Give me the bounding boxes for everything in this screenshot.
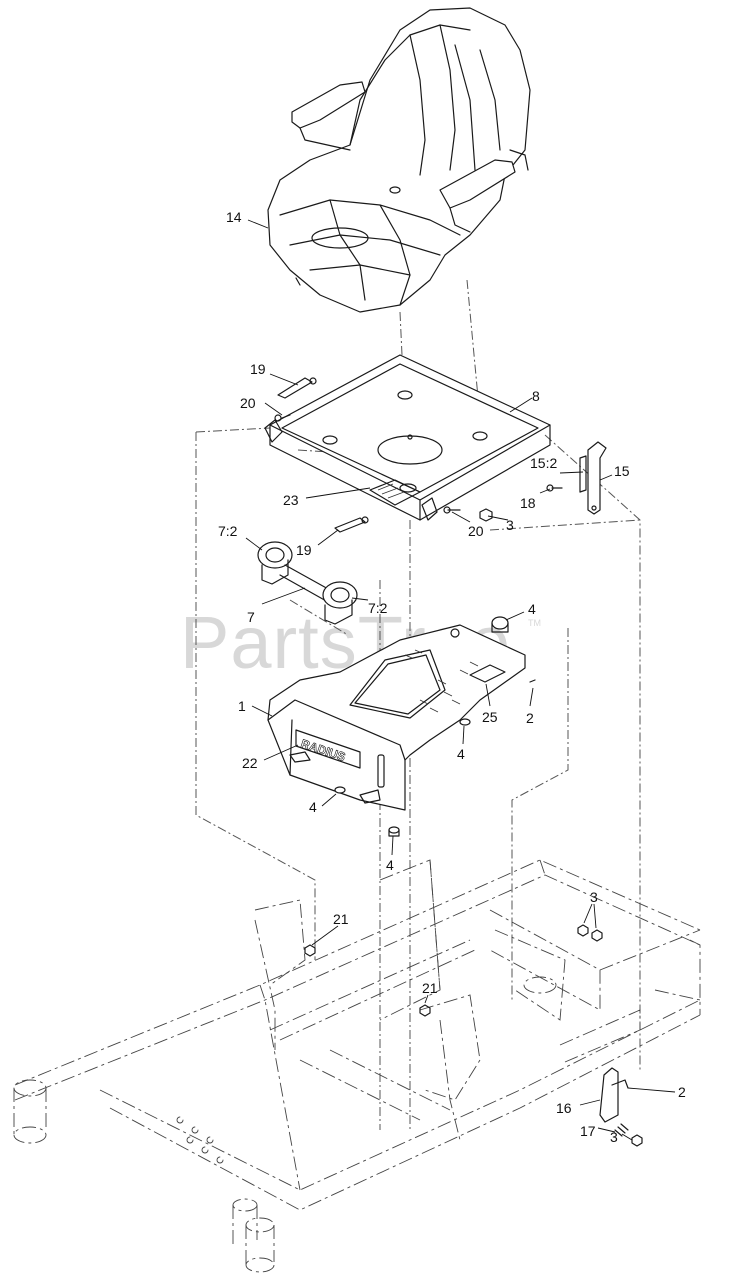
callout-15: 15 [614, 463, 630, 479]
callout-19: 19 [250, 361, 266, 377]
callout-2: 2 [526, 710, 534, 726]
callout-4: 4 [528, 601, 536, 617]
callout-18: 18 [520, 495, 536, 511]
chassis-frame [13, 859, 701, 1273]
damper-assembly [257, 541, 358, 625]
seat [267, 7, 531, 313]
fasteners-upper [274, 377, 493, 533]
callout-17: 17 [580, 1123, 596, 1139]
callouts: 14 19 20 8 15:2 15 18 23 20 3 19 7:2 7 7… [218, 209, 686, 1145]
callout-1: 1 [238, 698, 246, 714]
callout-7: 7 [247, 609, 255, 625]
callout-7-2b: 7:2 [368, 600, 388, 616]
seat-plate [264, 354, 551, 521]
callout-21b: 21 [422, 980, 438, 996]
callout-3b: 3 [590, 889, 598, 905]
callout-3: 3 [506, 517, 514, 533]
callout-15-2: 15:2 [530, 455, 557, 471]
callout-8: 8 [532, 388, 540, 404]
callout-4b: 4 [457, 746, 465, 762]
callout-22: 22 [242, 755, 258, 771]
callout-20b: 20 [468, 523, 484, 539]
bracket-15 [546, 441, 607, 515]
callout-3c: 3 [610, 1129, 618, 1145]
callout-25: 25 [482, 709, 498, 725]
seat-pan: RADIUS [267, 616, 536, 837]
callout-7-2: 7:2 [218, 523, 238, 539]
callout-21: 21 [333, 911, 349, 927]
callout-4c: 4 [309, 799, 317, 815]
watermark-trademark: TM [528, 618, 541, 628]
callout-14: 14 [226, 209, 242, 225]
callout-23: 23 [283, 492, 299, 508]
callout-19b: 19 [296, 542, 312, 558]
callout-16: 16 [556, 1100, 572, 1116]
callout-20: 20 [240, 395, 256, 411]
callout-4d: 4 [386, 857, 394, 873]
lower-bracket-assembly [304, 924, 643, 1147]
leader-lines [245, 219, 676, 1141]
callout-2b: 2 [678, 1084, 686, 1100]
